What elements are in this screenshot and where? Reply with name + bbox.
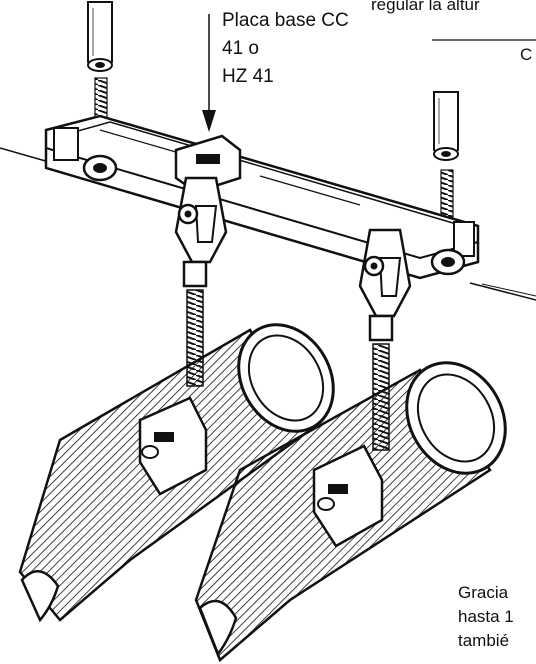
nut-left: [82, 154, 118, 182]
channel-rail: [44, 114, 480, 280]
partial-text-bottom-1: Gracia: [458, 583, 509, 602]
label-line-2: 41 o: [222, 38, 259, 59]
partial-text-bottom-2: hasta 1: [458, 607, 514, 626]
text-rule-2: [481, 283, 536, 297]
anchor-right: [433, 91, 459, 221]
pipe-right: [194, 361, 507, 663]
nut-right: [430, 248, 466, 276]
ceiling-line-right: [469, 282, 536, 301]
pointer-arrow: [202, 14, 216, 132]
label-line-1: Placa base CC: [222, 10, 349, 31]
pipe-left: [18, 323, 335, 623]
partial-text-right: C: [520, 45, 533, 64]
partial-text-top: regular la altur: [371, 0, 480, 14]
anchor-left: [87, 1, 113, 127]
label-line-3: HZ 41: [222, 66, 274, 87]
hanger-left: [174, 176, 228, 387]
partial-text-bottom-3: tambié: [458, 631, 510, 650]
